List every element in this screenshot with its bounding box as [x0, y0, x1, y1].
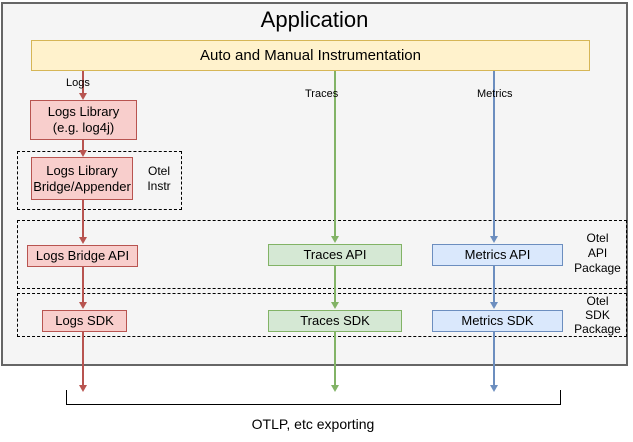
logs-flow-label: Logs	[66, 77, 90, 89]
traces-api-label: Traces API	[303, 247, 367, 262]
traces-arrow-3-head	[331, 385, 339, 392]
logs-sdk-box: Logs SDK	[42, 310, 127, 332]
traces-api-box: Traces API	[268, 244, 402, 266]
metrics-arrow-2-line	[493, 265, 495, 303]
traces-arrow-1-head	[331, 236, 339, 243]
metrics-api-box: Metrics API	[432, 244, 563, 266]
metrics-arrow-2-head	[490, 302, 498, 309]
logs-sdk-label: Logs SDK	[55, 313, 114, 328]
logs-arrow-2-head	[79, 150, 87, 157]
export-bracket-right-tick	[560, 390, 561, 405]
metrics-sdk-box: Metrics SDK	[432, 310, 563, 332]
logs-arrow-5-head	[79, 385, 87, 392]
traces-arrow-3-line	[334, 331, 336, 386]
logs-bridge-appender-box: Logs Library Bridge/Appender	[31, 157, 133, 200]
application-title: Application	[260, 7, 369, 32]
traces-arrow-1-line	[334, 71, 336, 237]
logs-bridge-api-label: Logs Bridge API	[35, 248, 130, 263]
otel-api-package-label: Otel API Package	[574, 231, 621, 275]
metrics-sdk-label: Metrics SDK	[461, 313, 534, 328]
logs-arrow-1-head	[79, 93, 87, 100]
logs-library-box: Logs Library (e.g. log4j)	[30, 100, 137, 140]
traces-arrow-2-line	[334, 265, 336, 303]
instrumentation-box: Auto and Manual Instrumentation	[31, 40, 590, 71]
logs-bridge-appender-label-line2: Bridge/Appender	[33, 178, 131, 194]
otel-api-package-group	[17, 220, 627, 289]
metrics-arrow-3-line	[493, 331, 495, 386]
otel-instr-label: Otel Instr	[147, 164, 171, 193]
logs-arrow-3-line	[82, 200, 84, 238]
metrics-arrow-1-line	[493, 71, 495, 237]
otel-instr-group	[17, 151, 182, 210]
logs-arrow-1-line	[82, 71, 84, 94]
otel-sdk-package-label: Otel SDK Package	[574, 294, 621, 336]
logs-arrow-4-head	[79, 302, 87, 309]
logs-bridge-api-box: Logs Bridge API	[27, 245, 138, 267]
metrics-arrow-3-head	[490, 385, 498, 392]
traces-arrow-2-head	[331, 302, 339, 309]
traces-sdk-box: Traces SDK	[268, 310, 402, 332]
otel-sdk-package-group	[17, 293, 627, 337]
logs-arrow-2-line	[82, 140, 84, 151]
export-label: OTLP, etc exporting	[251, 416, 375, 432]
metrics-arrow-1-head	[490, 236, 498, 243]
traces-sdk-label: Traces SDK	[300, 313, 370, 328]
logs-arrow-5-line	[82, 331, 84, 386]
logs-bridge-appender-label-line1: Logs Library	[46, 162, 118, 178]
logs-arrow-4-line	[82, 266, 84, 303]
traces-flow-label: Traces	[305, 88, 339, 100]
export-bracket-line	[66, 404, 560, 405]
logs-arrow-3-head	[79, 237, 87, 244]
instrumentation-label: Auto and Manual Instrumentation	[200, 47, 421, 64]
logs-library-label-line2: (e.g. log4j)	[52, 120, 115, 135]
metrics-flow-label: Metrics	[477, 88, 513, 100]
metrics-api-label: Metrics API	[464, 247, 531, 262]
logs-library-label-line1: Logs Library	[47, 104, 120, 119]
export-bracket-left-tick	[66, 390, 67, 405]
